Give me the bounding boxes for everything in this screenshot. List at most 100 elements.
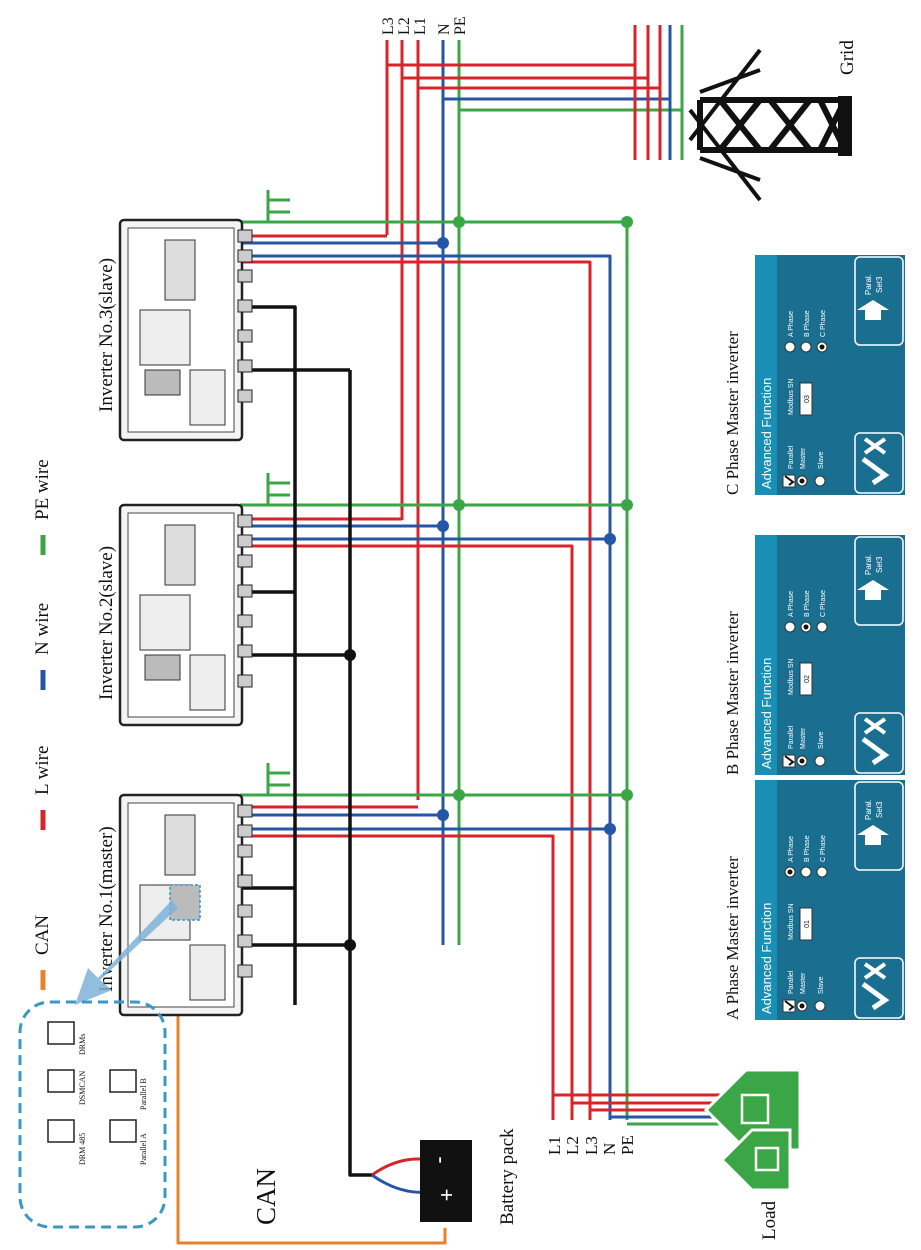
slave-radio[interactable] [814, 475, 826, 487]
board [139, 309, 191, 366]
cable-gland [237, 934, 253, 948]
set-label-1: Paral. [864, 554, 873, 575]
modbus-label: Modbus SN [788, 378, 795, 415]
phase-label: A Phase [788, 591, 795, 617]
load-line-l3: L3 [582, 1136, 601, 1155]
cable-gland [237, 674, 253, 688]
terminal-block [164, 814, 196, 876]
modbus-label: Modbus SN [788, 658, 795, 695]
battery-pack: - + Battery pack [420, 1128, 518, 1225]
cancel-icon[interactable] [863, 437, 887, 455]
parallel-label: Parallel [788, 445, 795, 469]
junction-dot [621, 499, 633, 511]
junction-dot [344, 649, 356, 661]
radio-dot [799, 478, 805, 484]
phase-label: B Phase [804, 835, 811, 862]
confirm-icon[interactable] [861, 736, 890, 766]
port-icon-dsmcan [47, 1069, 75, 1093]
slave-radio[interactable] [814, 1000, 826, 1012]
legend-label-pe: PE wire [32, 459, 53, 520]
modbus-sn-field[interactable] [799, 907, 813, 941]
action-frame [854, 957, 904, 1019]
slave-radio[interactable] [814, 755, 826, 767]
modbus-sn-value: 01 [804, 920, 811, 928]
cable-gland [237, 329, 253, 343]
cable-gland [237, 904, 253, 918]
action-frame [854, 712, 904, 774]
set-label-1: Paral. [864, 274, 873, 295]
modbus-sn-field[interactable] [799, 662, 813, 696]
board [189, 654, 226, 711]
radio-dot [819, 344, 825, 350]
inv1-ground [252, 763, 290, 797]
cable-glands [237, 804, 253, 978]
confirm-icon[interactable] [861, 981, 890, 1011]
port-strip [144, 654, 181, 681]
parallel-label: Parallel [788, 725, 795, 749]
phase-radio-a[interactable] [784, 621, 796, 633]
battery-dc-wiring [240, 305, 372, 1177]
phase-label: A Phase [788, 836, 795, 862]
cable-gland [237, 249, 253, 263]
load-line-labels: L1 L2 L3 N PE [545, 1135, 637, 1155]
screen-title: Advanced Function [759, 378, 774, 489]
screen-title: Advanced Function [759, 903, 774, 1014]
load-label: Load [759, 1200, 780, 1240]
modbus-sn-value: 03 [804, 395, 811, 403]
phase-radio-b[interactable] [800, 341, 812, 353]
board [189, 369, 226, 426]
phase-label: C Phase [820, 590, 827, 617]
up-arrow-icon[interactable] [857, 825, 889, 845]
up-arrow-icon[interactable] [857, 300, 889, 320]
modbus-sn-field[interactable] [799, 382, 813, 416]
cancel-icon[interactable] [863, 717, 887, 735]
cable-gland [237, 534, 253, 548]
cable-gland [237, 874, 253, 888]
phase-radio-c[interactable] [816, 866, 828, 878]
phase-label: C Phase [820, 835, 827, 862]
set-label-2: Set3 [875, 276, 884, 293]
can-label: CAN [251, 1168, 281, 1225]
phase-radio-c[interactable] [816, 621, 828, 633]
master-label: Master [800, 727, 807, 749]
screen-caption-3: C Phase Master inverter [723, 331, 742, 495]
cancel-icon[interactable] [863, 962, 887, 980]
port-icon-parallel-b [109, 1069, 137, 1093]
battery-label: Battery pack [497, 1128, 518, 1225]
port-label-parallel-b: Parallel B [139, 1078, 148, 1110]
master-label: Master [800, 972, 807, 994]
check-icon [784, 1000, 795, 1011]
radio-dot [787, 869, 793, 875]
grid-line-l1: L1 [412, 17, 429, 35]
inv1-ac [240, 763, 627, 1120]
phase-radio-a[interactable] [784, 341, 796, 353]
inv2-load-l2 [240, 544, 574, 1120]
screen-title-bar [755, 255, 777, 495]
screen-caption-2: B Phase Master inverter [723, 611, 742, 775]
cable-gland [237, 514, 253, 528]
grid-to-tower [387, 25, 684, 160]
board [189, 944, 226, 1001]
phase-radio-b[interactable] [800, 866, 812, 878]
cable-gland [237, 299, 253, 313]
up-arrow-icon[interactable] [857, 580, 889, 600]
inverter-3-label: Inverter No.3(slave) [96, 258, 117, 412]
confirm-icon[interactable] [861, 456, 890, 486]
modbus-label: Modbus SN [788, 903, 795, 940]
zoom-arrow [75, 900, 178, 1005]
port-icon-parallel-a [109, 1119, 137, 1143]
screen-nav: Paral.Set3 [854, 536, 904, 626]
cable-gland [237, 389, 253, 403]
grid-line-labels: L3 L2 L1 N PE [380, 16, 469, 35]
legend-label-n: N wire [32, 603, 53, 655]
port-icon-drms [47, 1021, 75, 1045]
junction-dot [453, 499, 465, 511]
cable-gland [237, 359, 253, 373]
legend-label-l: L wire [32, 746, 53, 795]
cable-gland [237, 229, 253, 243]
grid-label: Grid [837, 40, 858, 75]
grid-line-pe: PE [452, 16, 469, 35]
grid-tower: Grid [688, 40, 858, 202]
